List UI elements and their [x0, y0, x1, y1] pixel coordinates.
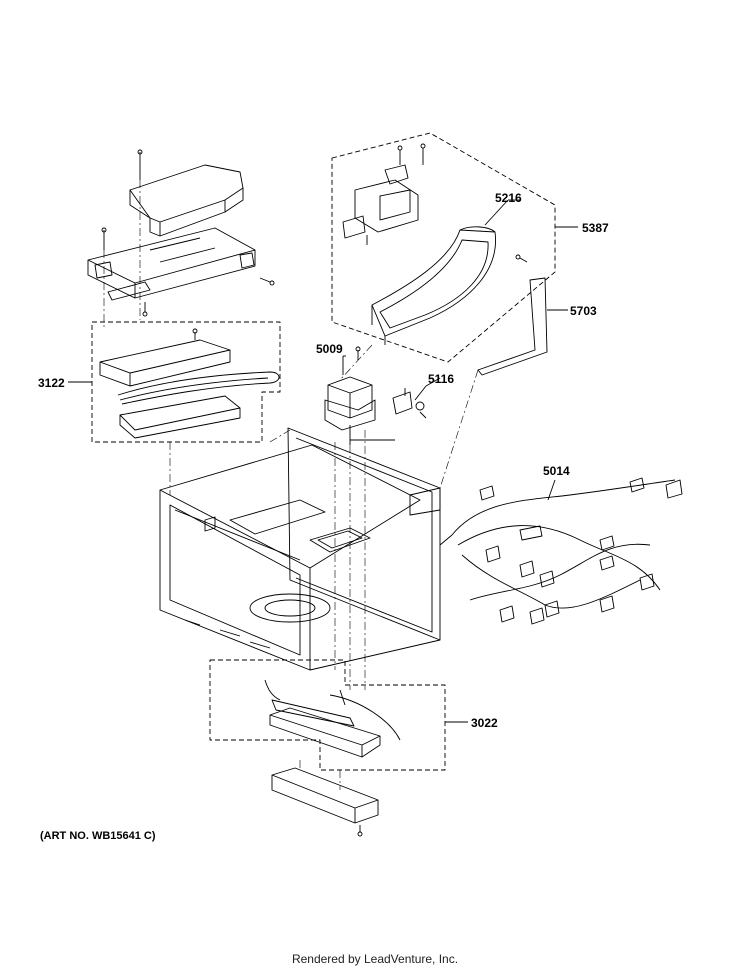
callout-5116: 5116 — [428, 372, 455, 386]
render-credit: Rendered by LeadVenture, Inc. — [291, 952, 459, 966]
vent-duct-group-5387 — [331, 132, 578, 376]
wire-harness-5014 — [439, 477, 683, 625]
heater-group-3122 — [68, 321, 281, 443]
art-number: (ART NO. WB15641 C) — [40, 830, 156, 842]
callout-3022: 3022 — [471, 716, 498, 730]
base-tray-group-3022 — [209, 659, 468, 771]
callout-5703: 5703 — [570, 304, 597, 318]
callout-5009: 5009 — [316, 342, 343, 356]
oven-cavity — [159, 427, 441, 671]
callout-5216: 5216 — [495, 191, 522, 205]
thermal-protector-5116 — [392, 385, 427, 419]
callout-5387: 5387 — [582, 221, 609, 235]
top-cover-bracket — [129, 149, 244, 237]
bottom-tray — [271, 767, 379, 837]
callout-5014: 5014 — [543, 464, 570, 478]
magnetron-5009 — [324, 346, 395, 445]
upper-mount-plate — [87, 227, 275, 317]
callout-3122: 3122 — [38, 376, 65, 390]
callout-leaders — [343, 199, 520, 387]
alignment-lines — [103, 180, 479, 790]
